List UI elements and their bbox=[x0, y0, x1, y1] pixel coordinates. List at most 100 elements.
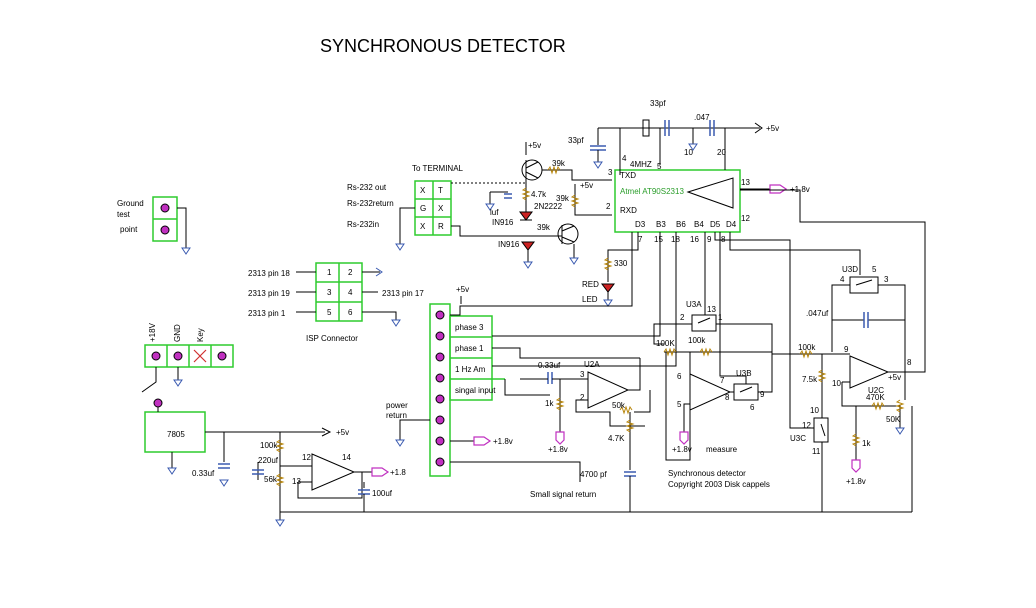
diagram-title: SYNCHRONOUS DETECTOR bbox=[320, 36, 566, 56]
conn-power-return2: return bbox=[386, 411, 407, 420]
an-r1k-b: 1k bbox=[862, 439, 871, 448]
label-39k-b: 39k bbox=[556, 194, 570, 203]
term-rs232-out: Rs-232 out bbox=[347, 183, 387, 192]
mcu-rxd: RXD bbox=[620, 206, 637, 215]
label-33pf-left: 33pf bbox=[568, 136, 584, 145]
mcu-p2: 2 bbox=[606, 202, 611, 211]
mcu-p10: 10 bbox=[684, 148, 693, 157]
mcu-num-15: 15 bbox=[654, 235, 663, 244]
an-u3c: U3C bbox=[790, 434, 806, 443]
an-u3d: U3D bbox=[842, 265, 858, 274]
an-u3d-4: 4 bbox=[840, 275, 845, 284]
sup-p12: 12 bbox=[302, 453, 311, 462]
term-cell-4: X bbox=[438, 204, 444, 213]
mcu-p12: 12 bbox=[741, 214, 750, 223]
an-18v-b: +1.8v bbox=[672, 445, 692, 454]
an-p2-label: 2 bbox=[580, 393, 585, 402]
led-section: 330 RED LED bbox=[582, 232, 639, 307]
an-r470k: 470K bbox=[866, 393, 885, 402]
an-c4700: 4700 pf bbox=[580, 470, 607, 479]
an-u2c: U2C bbox=[868, 386, 884, 395]
pc-18v: +18V bbox=[148, 322, 157, 342]
isp-num-1: 1 bbox=[327, 268, 332, 277]
conn-sig: singal input bbox=[455, 386, 496, 395]
an-u3a-2: 2 bbox=[680, 313, 685, 322]
mcu-pin-d3: D3 bbox=[635, 220, 646, 229]
label-33pf-top: 33pf bbox=[650, 99, 666, 108]
an-c033: 0.33uf bbox=[538, 361, 561, 370]
label-39k-c: 39k bbox=[537, 223, 551, 232]
pc-gnd: GND bbox=[173, 324, 182, 342]
isp-pin18: 2313 pin 18 bbox=[248, 269, 290, 278]
isp-pin19: 2313 pin 19 bbox=[248, 289, 290, 298]
mcu-pin-d4: D4 bbox=[726, 220, 737, 229]
analog-u3c: 10 12 U3C 11 bbox=[714, 232, 829, 512]
mcu-pin-b3: B3 bbox=[656, 220, 666, 229]
sup-p18v: +1.8 bbox=[390, 468, 406, 477]
sup-r100k: 100k bbox=[260, 441, 278, 450]
isp-pin17: 2313 pin 17 bbox=[382, 289, 424, 298]
sup-p13: 13 bbox=[292, 477, 301, 486]
ground-test-point: Ground test point bbox=[117, 196, 191, 255]
ground-test-l2: test bbox=[117, 210, 131, 219]
term-cell-1: X bbox=[420, 186, 426, 195]
mcu-block: Atmel AT90S2313 TXD RXD D3 B3 B6 B4 D5 D… bbox=[606, 148, 750, 244]
an-u3d-3: 3 bbox=[884, 275, 889, 284]
an-u2c-8: 8 bbox=[907, 358, 912, 367]
isp-num-2: 2 bbox=[348, 268, 353, 277]
an-u2c-10: 10 bbox=[832, 379, 841, 388]
label-047-top: .047 bbox=[694, 113, 710, 122]
sup-p14: 14 bbox=[342, 453, 351, 462]
sup-c220: 220uf bbox=[258, 456, 279, 465]
copyright-line2: Copyright 2003 Disk cappels bbox=[668, 480, 770, 489]
crystal-section: 33pf 33pf .047 +5v bbox=[568, 99, 779, 175]
an-u3c-12: 12 bbox=[802, 421, 811, 430]
an-u3b-5: 5 bbox=[677, 400, 682, 409]
an-r75k: 7.5k bbox=[802, 375, 818, 384]
conn-phase1: phase 1 bbox=[455, 344, 484, 353]
reg-out-5v: +5v bbox=[336, 428, 349, 437]
label-5v-top: +5v bbox=[766, 124, 779, 133]
isp-pin1: 2313 pin 1 bbox=[248, 309, 286, 318]
conn-small-return: Small signal return bbox=[530, 490, 596, 499]
analog-u3b: 100K 100k 6 7 5 +1.8v U3B 8 9 6 measure bbox=[656, 232, 773, 461]
term-cell-5: X bbox=[420, 222, 426, 231]
isp-connector: 1 2 3 4 5 6 2313 pin 18 2313 pin 19 2313… bbox=[248, 262, 424, 343]
mcu-xtal: 4MHZ bbox=[630, 160, 652, 169]
an-u3c-10: 10 bbox=[810, 406, 819, 415]
label-39k-a: 39k bbox=[552, 159, 566, 168]
power-connector: +18V GND Key bbox=[141, 322, 234, 393]
conn-power-return: power bbox=[386, 401, 408, 410]
mcu-pin-b6: B6 bbox=[676, 220, 686, 229]
mcu-p3: 3 bbox=[608, 168, 613, 177]
an-u3c-11: 11 bbox=[812, 447, 821, 456]
an-r50k-a: 50k bbox=[612, 401, 626, 410]
terminal-label: To TERMINAL bbox=[412, 164, 464, 173]
term-cell-3: G bbox=[420, 204, 426, 213]
analog-u3d-u2c: U3D 5 4 3 .047uf 100k 7.5k 9 10 8 U2C +5… bbox=[729, 189, 926, 512]
mcu-pin-b4: B4 bbox=[694, 220, 704, 229]
sup-c033: 0.33uf bbox=[192, 469, 215, 478]
mcu-num-9: 9 bbox=[707, 235, 712, 244]
an-u3a: U3A bbox=[686, 300, 702, 309]
mcu-num-7: 7 bbox=[638, 235, 643, 244]
label-5v-rxd: +5v bbox=[580, 181, 593, 190]
an-r47k-b: 4.7K bbox=[608, 434, 625, 443]
an-18v-c: +1.8v bbox=[846, 477, 866, 486]
transistor-section: +5v 39k 4.7k 2N2222 IN916 luf +5v 39k 39… bbox=[485, 141, 612, 269]
an-u2c-9: 9 bbox=[844, 345, 849, 354]
isp-label: ISP Connector bbox=[306, 334, 358, 343]
term-cell-2: T bbox=[438, 186, 443, 195]
sup-r56k: 56k bbox=[264, 475, 278, 484]
an-r100k-b: 100k bbox=[688, 336, 706, 345]
an-18v-a: +1.8v bbox=[548, 445, 568, 454]
conn-18v: +1.8v bbox=[493, 437, 513, 446]
term-cell-6: R bbox=[438, 222, 444, 231]
an-u3a-13: 13 bbox=[707, 305, 716, 314]
mcu-name: Atmel AT90S2313 bbox=[620, 187, 684, 196]
sup-c100: 100uf bbox=[372, 489, 393, 498]
mcu-p4: 4 bbox=[622, 154, 627, 163]
mcu-txd: TXD bbox=[620, 171, 636, 180]
an-measure: measure bbox=[706, 445, 738, 454]
